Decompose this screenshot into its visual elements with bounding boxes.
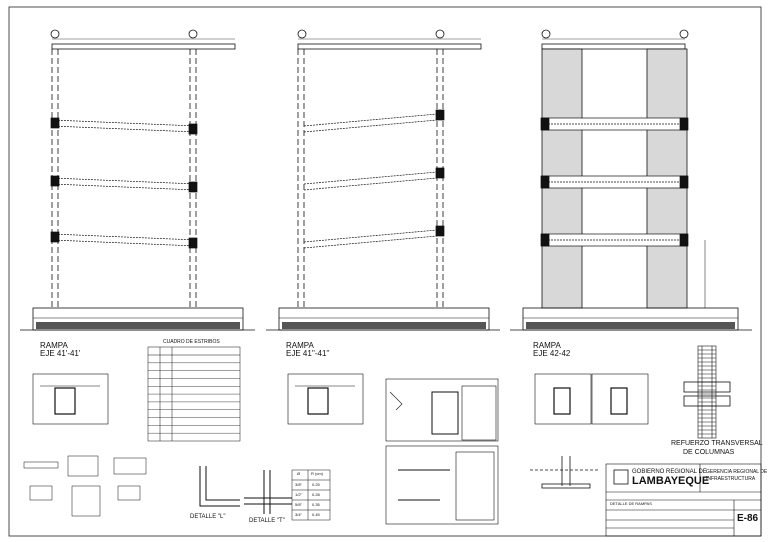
elevation-1-subtitle: EJE 41'-41' [40, 349, 81, 358]
bend-table-r1c1: 0.28 [312, 492, 320, 497]
elevation-3-drawing [510, 29, 752, 331]
column-reinforcement-title-2: DE COLUMNAS [683, 449, 735, 456]
detail-L-drawing [199, 466, 240, 507]
rebar-schedules [23, 455, 147, 517]
elevation-2-title: RAMPA [286, 341, 314, 350]
dept-line-2: INFRAESTRUCTURA [706, 476, 756, 482]
bend-table-r0c1: 0.25 [312, 482, 320, 487]
dept-line-1: GERENCIA REGIONAL DE [706, 469, 768, 475]
bend-table-h0: Ø [297, 471, 301, 476]
org-line-2: LAMBAYEQUE [632, 475, 710, 487]
bend-radius-table [291, 469, 331, 521]
elevation-3-title: RAMPA [533, 341, 561, 350]
footing-detail [530, 456, 600, 489]
bend-table-r1c0: 1/2" [295, 492, 302, 497]
elevation-1-drawing [20, 29, 255, 331]
stirrup-table-title: CUADRO DE ESTRIBOS [163, 339, 220, 345]
bend-table-r3c1: 0.45 [312, 512, 320, 517]
section-details-2 [287, 373, 364, 425]
section-details-1 [32, 373, 109, 425]
elevation-1-title: RAMPA [40, 341, 68, 350]
sheet-title: DETALLE DE RAMPAS [610, 501, 652, 506]
sheet-number: E-86 [737, 513, 759, 524]
sheet-border [8, 6, 762, 537]
hook-details [385, 378, 499, 525]
elevation-2-subtitle: EJE 41''-41'' [286, 349, 330, 358]
bend-table-h1: R (cm) [311, 471, 323, 476]
elevation-3-subtitle: EJE 42-42 [533, 349, 571, 358]
bend-table-r2c1: 0.35 [312, 502, 320, 507]
detail-T-drawing [244, 470, 292, 514]
section-details-3 [534, 373, 649, 425]
elevation-2-drawing [266, 29, 500, 331]
column-reinforcement-drawing [683, 345, 731, 439]
bend-table-r0c0: 3/8" [295, 482, 302, 487]
org-line-1: GOBIERNO REGIONAL DE [632, 469, 707, 475]
bend-table-r2c0: 5/8" [295, 502, 302, 507]
detail-L-label: DETALLE "L" [190, 514, 226, 520]
column-reinforcement-title-1: REFUERZO TRANSVERSAL [671, 440, 763, 447]
title-block-frame [605, 463, 762, 537]
detail-T-label: DETALLE "T" [249, 518, 285, 524]
bend-table-r3c0: 3/4" [295, 512, 302, 517]
